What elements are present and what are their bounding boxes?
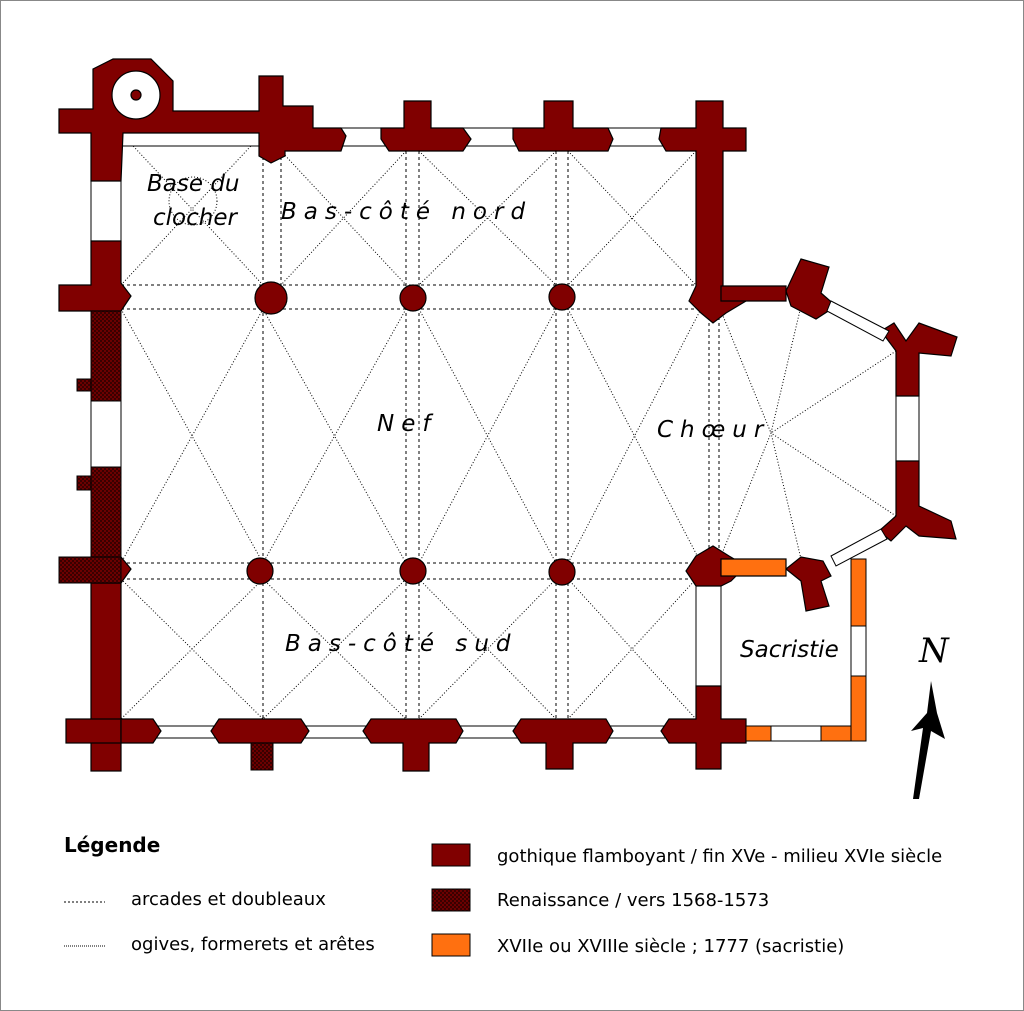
- legend-ogives: ogives, formerets et arêtes: [131, 934, 375, 955]
- north-arrow-icon: [911, 681, 945, 799]
- label-choeur: Chœur: [657, 417, 771, 443]
- legend-arcades: arcades et doubleaux: [131, 889, 326, 910]
- renaissance-walls: [58, 310, 274, 771]
- legend-title: Légende: [64, 833, 161, 857]
- legend-gothique: gothique flamboyant / fin XVe - milieu X…: [497, 846, 943, 867]
- compass-label: N: [919, 631, 949, 671]
- sacristy-walls: [745, 558, 867, 742]
- choir-walls-outline: [826, 300, 890, 567]
- legend-renaissance: Renaissance / vers 1568-1573: [497, 890, 770, 911]
- gothic-walls: [58, 58, 958, 772]
- label-bas-cote-nord: Bas-côté nord: [281, 199, 533, 225]
- vault-lines: [120, 132, 897, 720]
- ogives: [120, 132, 897, 720]
- label-base-clocher-2: clocher: [153, 205, 237, 231]
- label-sacristie: Sacristie: [740, 637, 839, 663]
- label-base-clocher-1: Base du: [147, 171, 240, 197]
- legend-sacristie: XVIIe ou XVIIIe siècle ; 1777 (sacristie…: [497, 936, 845, 957]
- label-nef: Nef: [377, 411, 438, 437]
- legend-graphics: [64, 843, 471, 957]
- label-bas-cote-sud: Bas-côté sud: [285, 631, 518, 657]
